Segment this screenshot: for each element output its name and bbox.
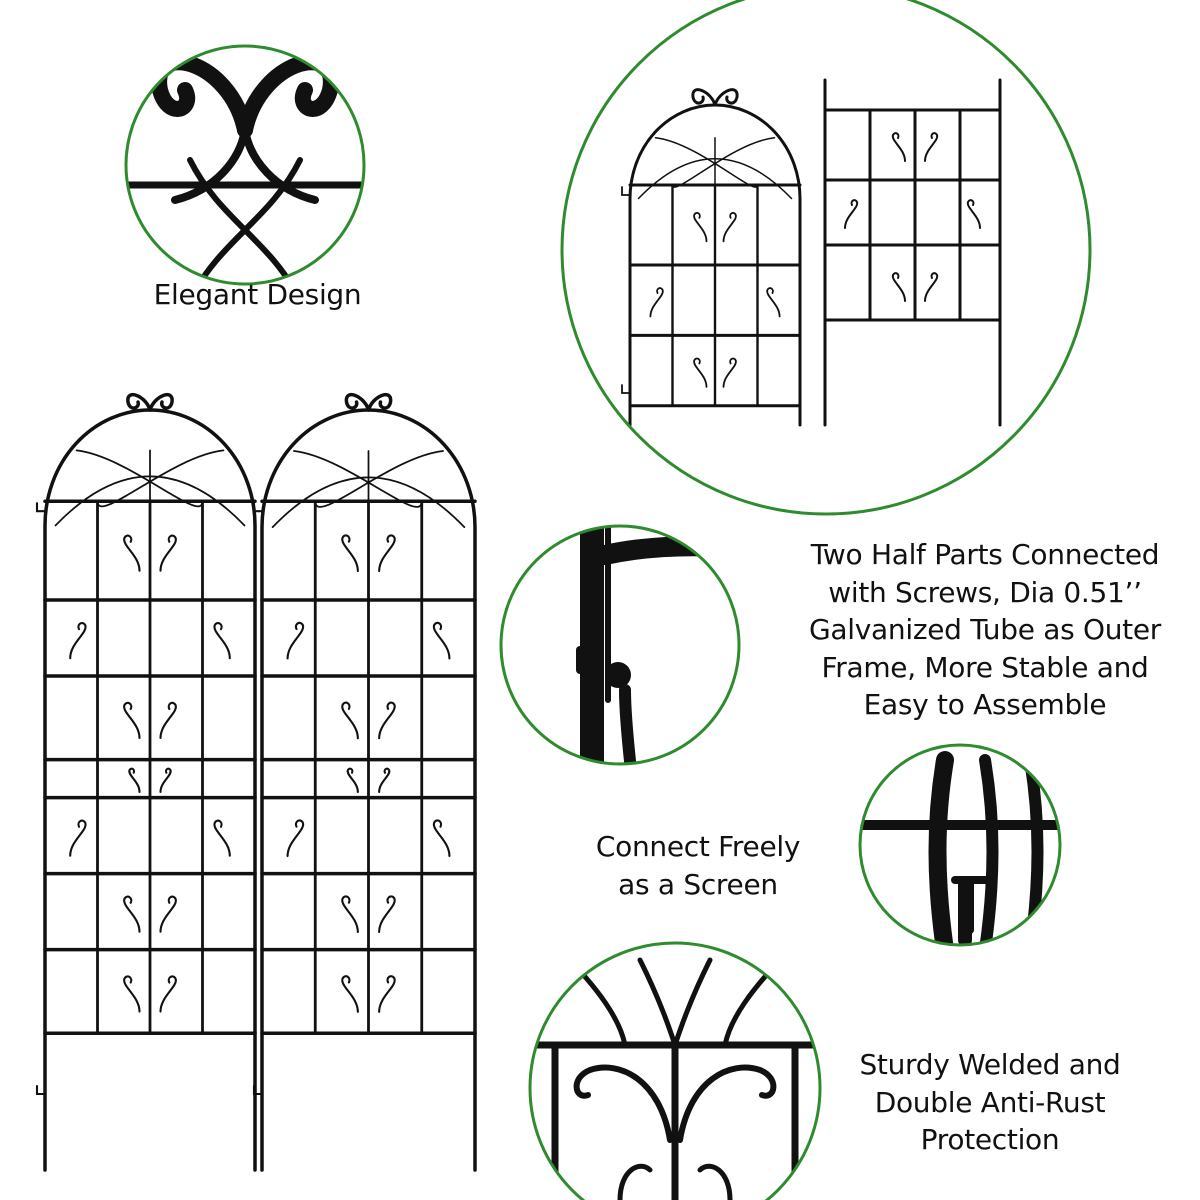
caption-line: Elegant Design [153,278,362,311]
caption-line: Protection [920,1123,1060,1156]
caption-elegant-design: Elegant Design [130,276,385,314]
caption-line: with Screws, Dia 0.51’’ [828,575,1142,609]
caption-connect-freely: Connect Freely as a Screen [570,828,826,903]
caption-line: Galvanized Tube as Outer [809,613,1161,646]
caption-line: Frame, More Stable and [821,650,1149,684]
caption-line: Double Anti-Rust [874,1085,1106,1119]
caption-line: Two Half Parts Connected [810,538,1160,571]
caption-sturdy-welded: Sturdy Welded and Double Anti-Rust Prote… [850,1046,1130,1159]
detail-circle-screw [499,524,741,766]
detail-circle-half-parts [560,0,1092,516]
caption-line: Sturdy Welded and [859,1048,1121,1081]
caption-half-parts: Two Half Parts Connected with Screws, Di… [790,536,1180,724]
detail-circle-weld [528,941,822,1200]
caption-line: Connect Freely [595,830,801,863]
caption-line: as a Screen [618,867,778,901]
caption-line: Easy to Assemble [863,688,1107,721]
detail-circle-scroll [124,44,366,286]
trellis-screen [35,392,477,1172]
detail-circle-connector [858,743,1062,947]
